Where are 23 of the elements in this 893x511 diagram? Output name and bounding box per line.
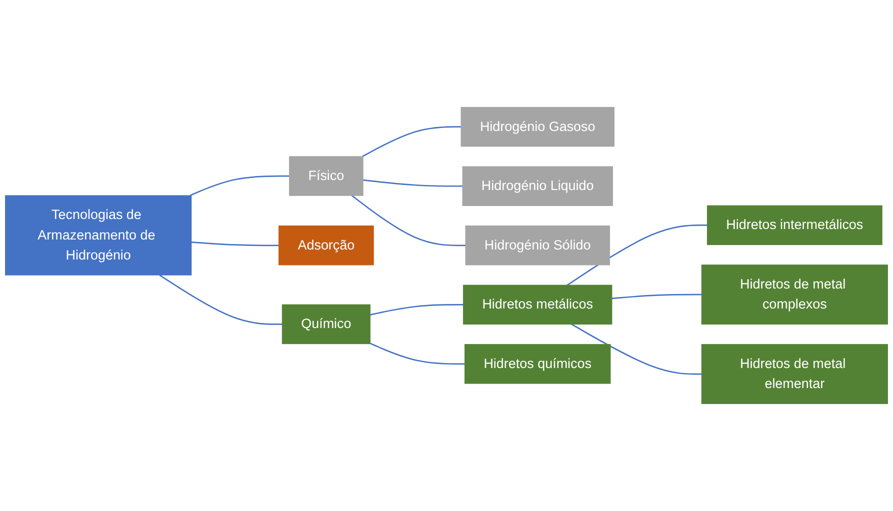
connector [159,274,282,325]
node-box: Tecnologias de Armazenamento de Hidrogénio [5,195,192,276]
connector [370,342,465,365]
connector [362,126,462,158]
node-box: Hidretos de metal elementar [701,344,888,404]
connector [571,324,702,375]
node-box: Adsorção [278,226,374,266]
node-box: Hidretos metálicos [463,284,612,325]
connector [191,241,279,246]
node-box: Hidrogénio Gasoso [460,106,614,147]
connector [370,304,464,316]
connector [190,175,290,196]
connector [612,294,702,300]
node-box: Hidretos intermetálicos [706,205,882,246]
node-box: Hidrogénio Liquido [462,166,613,206]
node-box: Físico [289,156,364,196]
connector [566,224,708,286]
node-box: Hidretos químicos [464,344,611,384]
node-box: Hidrogénio Sólido [465,226,610,266]
node-box: Químico [282,304,370,344]
connector [362,179,463,187]
node-box: Hidretos de metal complexos [701,264,888,325]
connector [351,195,466,246]
